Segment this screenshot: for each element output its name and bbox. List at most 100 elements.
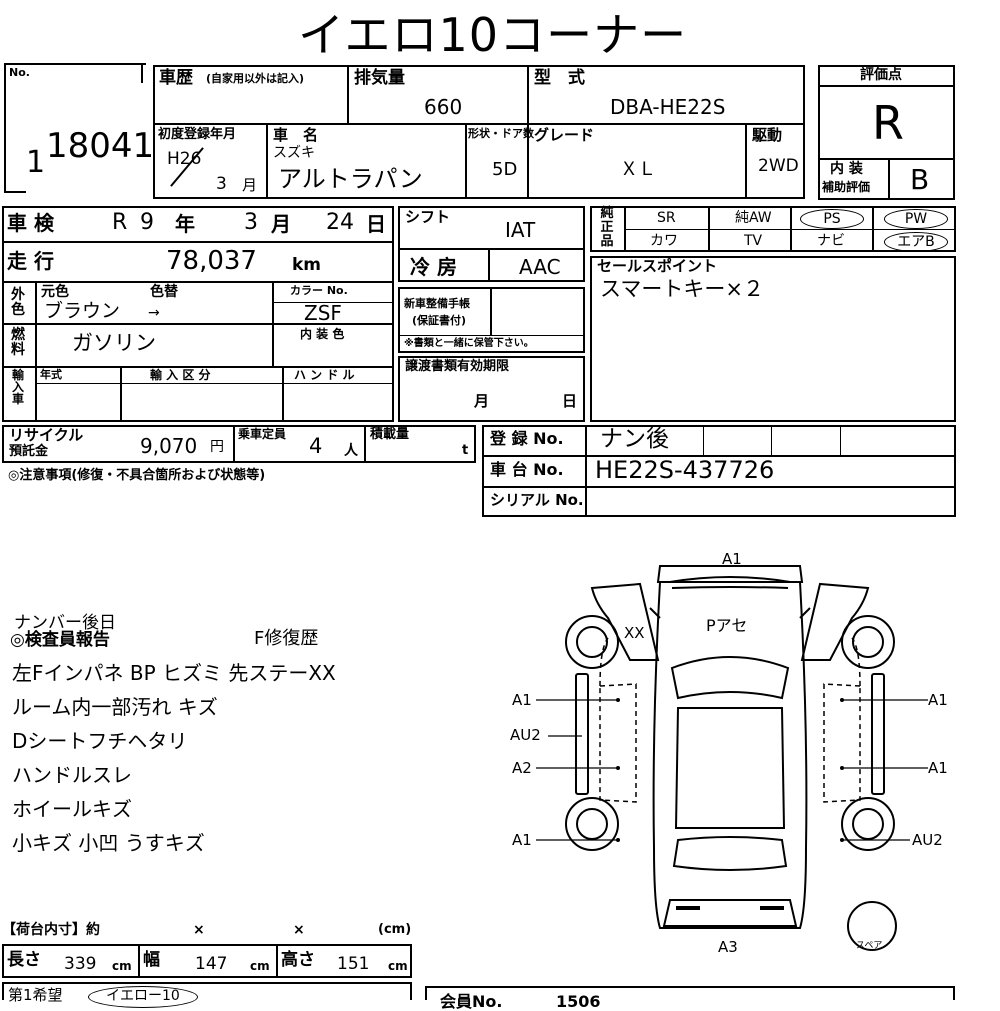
first-reg-year: H26 bbox=[167, 149, 202, 169]
capacity-label: 乗車定員 bbox=[238, 427, 287, 441]
sales-point-label: セールスポイント bbox=[597, 257, 718, 275]
registration-label: 登 録 No. bbox=[490, 429, 564, 448]
recycle-label-1: リサイクル bbox=[9, 426, 84, 444]
report-repair: F修復歴 bbox=[254, 628, 319, 649]
car-maker: スズキ bbox=[273, 145, 315, 161]
mark-roof: Pアセ bbox=[706, 616, 748, 635]
cargo-cm: cm bbox=[388, 959, 408, 973]
registration-value: ナン後 bbox=[600, 426, 669, 452]
import-label: 輸入車 bbox=[11, 368, 24, 406]
serial-label: シリアル No. bbox=[490, 491, 584, 509]
color-no-value: ZSF bbox=[304, 301, 342, 325]
genuine-tv: TV bbox=[744, 233, 763, 249]
manual-label-1: 新車整備手帳 bbox=[404, 297, 470, 310]
top-grid bbox=[153, 65, 805, 199]
transfer-day-unit: 日 bbox=[562, 392, 578, 410]
inspection-year-unit: 年 bbox=[175, 212, 195, 236]
genuine-navi: ナビ bbox=[817, 233, 845, 249]
genuine-sr: SR bbox=[657, 210, 676, 226]
mark-left-3: A2 bbox=[512, 759, 532, 777]
member-value: 1506 bbox=[556, 992, 601, 1011]
exterior-label: 外色 bbox=[11, 287, 25, 318]
inspection-month-unit: 月 bbox=[271, 212, 291, 236]
sales-point-box bbox=[590, 256, 956, 422]
inspection-era: R bbox=[112, 210, 128, 235]
rating-box bbox=[818, 65, 955, 200]
import-year-label: 年式 bbox=[40, 368, 62, 381]
aircon-value: AAC bbox=[519, 255, 561, 279]
interior-label-1: 内 装 bbox=[830, 161, 863, 177]
cargo-cm: cm bbox=[112, 959, 132, 973]
genuine-aw: 純AW bbox=[735, 210, 772, 226]
genuine-airbag: エアB bbox=[884, 232, 948, 252]
first-reg-month-unit: 月 bbox=[242, 176, 258, 194]
mileage-value: 78,037 bbox=[166, 246, 257, 276]
report-line: 小キズ 小凹 うすキズ bbox=[12, 831, 205, 855]
page-title: イエロ10コーナー bbox=[298, 8, 688, 62]
shift-aircon-box bbox=[398, 206, 585, 282]
load-label: 積載量 bbox=[370, 427, 410, 442]
mileage-unit: km bbox=[292, 255, 322, 275]
import-type-label: 輸 入 区 分 bbox=[150, 368, 211, 382]
orig-color-label: 元色 bbox=[41, 284, 69, 300]
fuel-value: ガソリン bbox=[72, 331, 156, 355]
report-line: ハンドルスレ bbox=[12, 763, 132, 787]
color-arrow: → bbox=[148, 305, 160, 321]
cargo-height-label: 高さ bbox=[281, 950, 315, 970]
mark-front: A1 bbox=[722, 550, 742, 568]
drive-label: 駆動 bbox=[752, 126, 783, 144]
shift-value: IAT bbox=[505, 218, 536, 242]
cargo-length: 339 bbox=[64, 954, 97, 974]
genuine-pw: PW bbox=[884, 209, 948, 229]
transfer-month-unit: 月 bbox=[474, 392, 490, 410]
capacity-unit: 人 bbox=[344, 443, 358, 459]
change-color-label: 色替 bbox=[150, 284, 178, 300]
grade-value: ＸＬ bbox=[620, 159, 656, 180]
exterior-value: ブラウン bbox=[44, 300, 121, 322]
member-label: 会員No. bbox=[440, 992, 503, 1011]
left-spec-table bbox=[2, 206, 394, 422]
mark-left-1: A1 bbox=[512, 691, 532, 709]
history-sub: (自家用以外は記入) bbox=[206, 72, 305, 85]
cargo-length-label: 長さ bbox=[7, 950, 41, 970]
mileage-label: 走 行 bbox=[7, 249, 54, 273]
displacement-label: 排気量 bbox=[354, 68, 405, 88]
inspection-day-unit: 日 bbox=[366, 212, 386, 236]
shift-label: シフト bbox=[405, 208, 451, 226]
recycle-unit: 円 bbox=[210, 439, 224, 455]
mark-rear: A3 bbox=[718, 938, 738, 956]
cargo-unit: (cm) bbox=[378, 922, 412, 937]
chassis-label: 車 台 No. bbox=[490, 460, 564, 479]
cargo-width-label: 幅 bbox=[143, 950, 160, 970]
model-value: DBA-HE22S bbox=[610, 95, 726, 119]
inspection-label: 車 検 bbox=[7, 211, 54, 235]
rating-value: R bbox=[872, 96, 904, 150]
cargo-height: 151 bbox=[337, 954, 370, 974]
car-name-label: 車 名 bbox=[273, 126, 319, 144]
mark-right-3: AU2 bbox=[912, 831, 943, 849]
drive-value: 2WD bbox=[758, 156, 799, 176]
doors-value: 5D bbox=[492, 159, 518, 180]
wish-value: イエロー10 bbox=[88, 986, 198, 1008]
transfer-label: 譲渡書類有効期限 bbox=[405, 359, 510, 374]
manual-note: ※書類と一緒に保管下さい。 bbox=[404, 338, 534, 349]
doors-label: 形状・ドア数 bbox=[468, 127, 534, 140]
grade-label: グレード bbox=[534, 126, 595, 144]
mark-right-1: A1 bbox=[928, 691, 948, 709]
wish-label: 第1希望 bbox=[8, 986, 63, 1004]
rating-label: 評価点 bbox=[860, 67, 902, 83]
mark-right-2: A1 bbox=[928, 759, 948, 777]
first-reg-label: 初度登録年月 bbox=[158, 127, 237, 142]
spare-label: スペア bbox=[856, 941, 883, 951]
no-value: 18041 bbox=[46, 126, 155, 166]
no-box: No. 1 18041 bbox=[4, 63, 154, 195]
chassis-value: HE22S-437726 bbox=[595, 456, 775, 484]
cargo-table bbox=[2, 944, 412, 978]
cargo-cm: cm bbox=[250, 959, 270, 973]
interior-value: B bbox=[910, 163, 930, 196]
interior-color-label: 内 装 色 bbox=[300, 327, 345, 341]
capacity-value: 4 bbox=[309, 434, 323, 458]
notes-label: ◎注意事項(修復・不具合箇所および状態等) bbox=[8, 468, 266, 483]
cargo-x1: × bbox=[193, 922, 205, 938]
genuine-leather: カワ bbox=[650, 233, 678, 249]
